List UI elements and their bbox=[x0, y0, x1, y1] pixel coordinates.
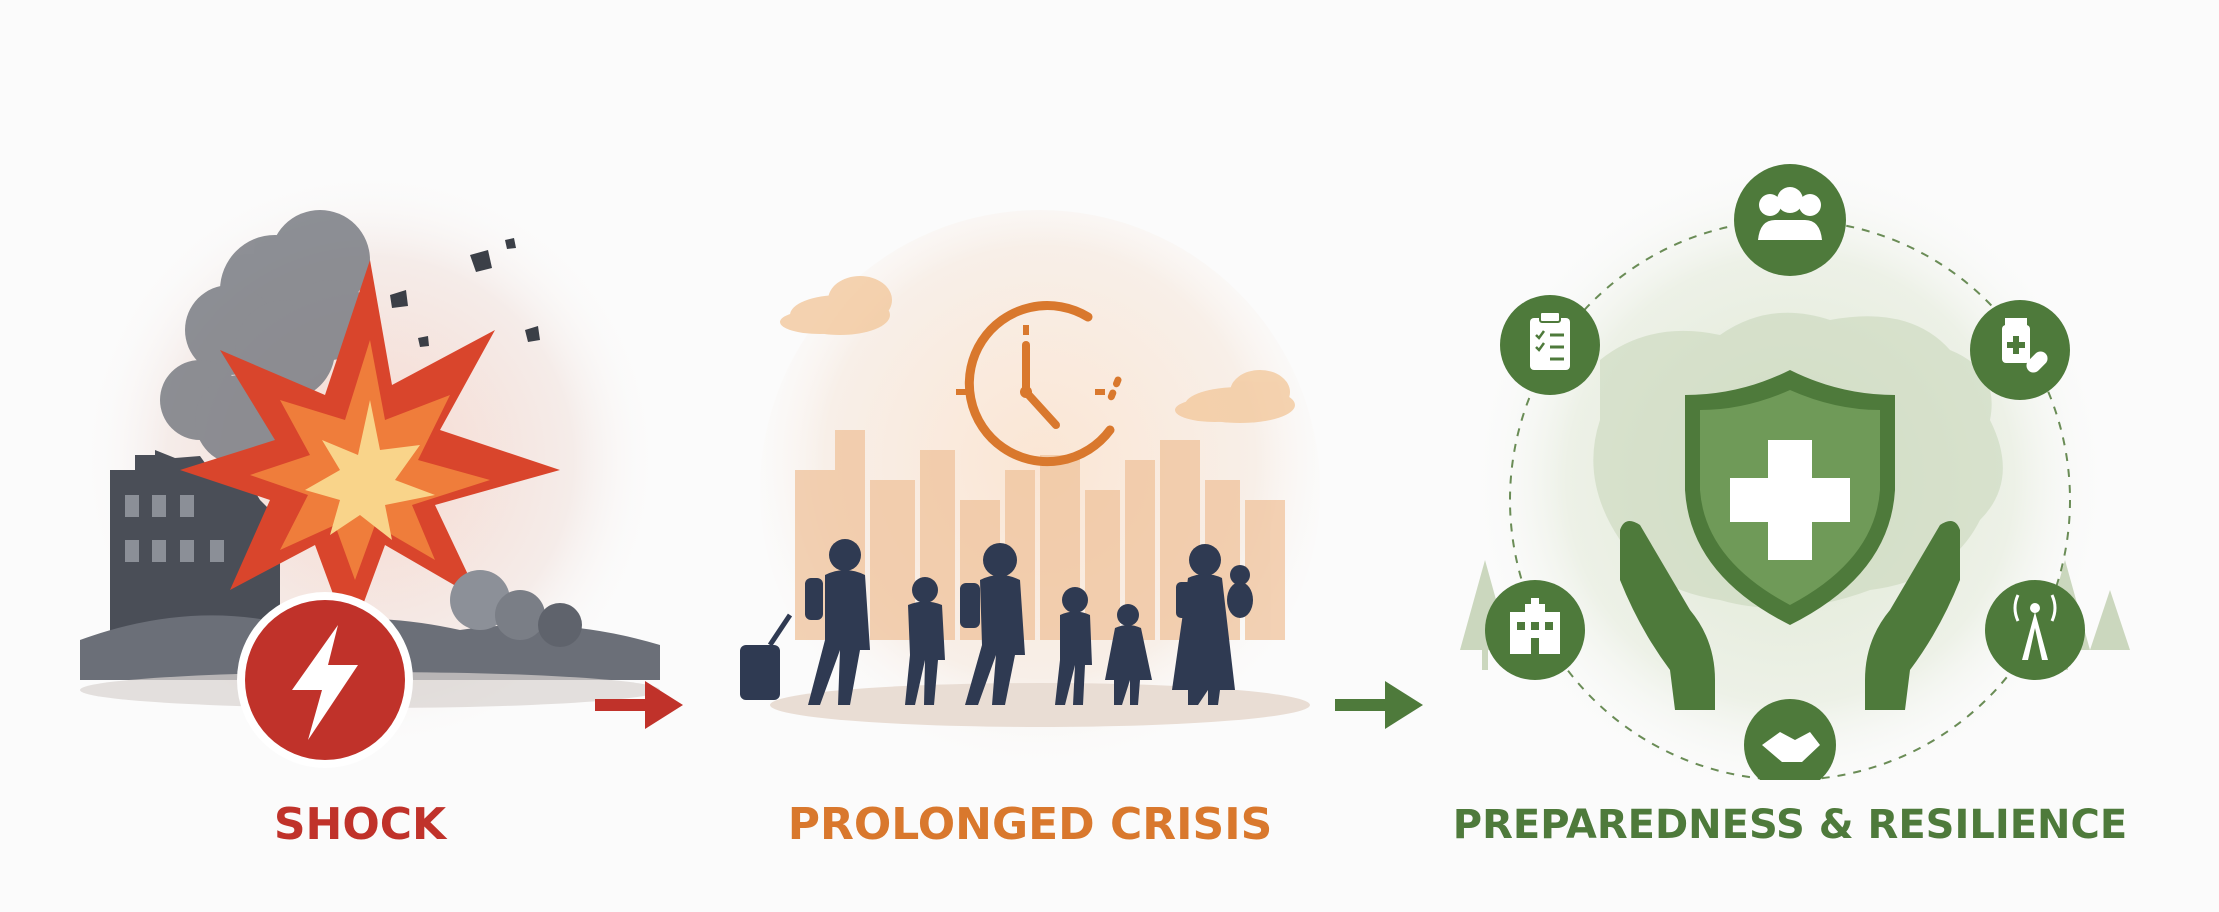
resilience-stage: PREPAREDNESS & RESILIENCE bbox=[1390, 0, 2190, 912]
hands-icon bbox=[1620, 521, 1960, 710]
shock-stage: SHOCK bbox=[40, 0, 680, 912]
communication-tower-icon bbox=[1985, 580, 2085, 680]
hospital-icon bbox=[1485, 580, 1585, 680]
explosion bbox=[180, 260, 560, 640]
stage-label-shock: SHOCK bbox=[273, 799, 447, 850]
smoke-cloud bbox=[160, 210, 370, 465]
debris bbox=[390, 238, 540, 347]
shock-illustration bbox=[80, 170, 660, 768]
clock-icon bbox=[956, 301, 1122, 467]
shield-cross-icon bbox=[1685, 370, 1895, 625]
handshake-icon bbox=[1744, 699, 1836, 780]
resilience-illustration bbox=[1460, 160, 2130, 780]
stage-label-preparedness-resilience: PREPAREDNESS & RESILIENCE bbox=[1452, 802, 2128, 848]
ground bbox=[770, 683, 1310, 727]
displaced-people bbox=[740, 539, 1253, 705]
ruined-building bbox=[110, 450, 280, 640]
arrow-right-icon bbox=[595, 681, 683, 729]
cloud bbox=[780, 276, 892, 335]
stage-label-prolonged-crisis: PROLONGED CRISIS bbox=[787, 799, 1273, 850]
lightning-icon bbox=[292, 625, 358, 740]
crisis-illustration bbox=[740, 210, 1320, 770]
cloud bbox=[1175, 370, 1295, 423]
lightning-badge bbox=[237, 592, 413, 768]
prolonged-crisis-stage: PROLONGED CRISIS bbox=[700, 0, 1360, 912]
community-icon bbox=[1734, 164, 1846, 276]
medicine-icon bbox=[1970, 300, 2070, 400]
checklist-icon bbox=[1500, 295, 1600, 395]
arrow-right-icon bbox=[1335, 681, 1423, 729]
